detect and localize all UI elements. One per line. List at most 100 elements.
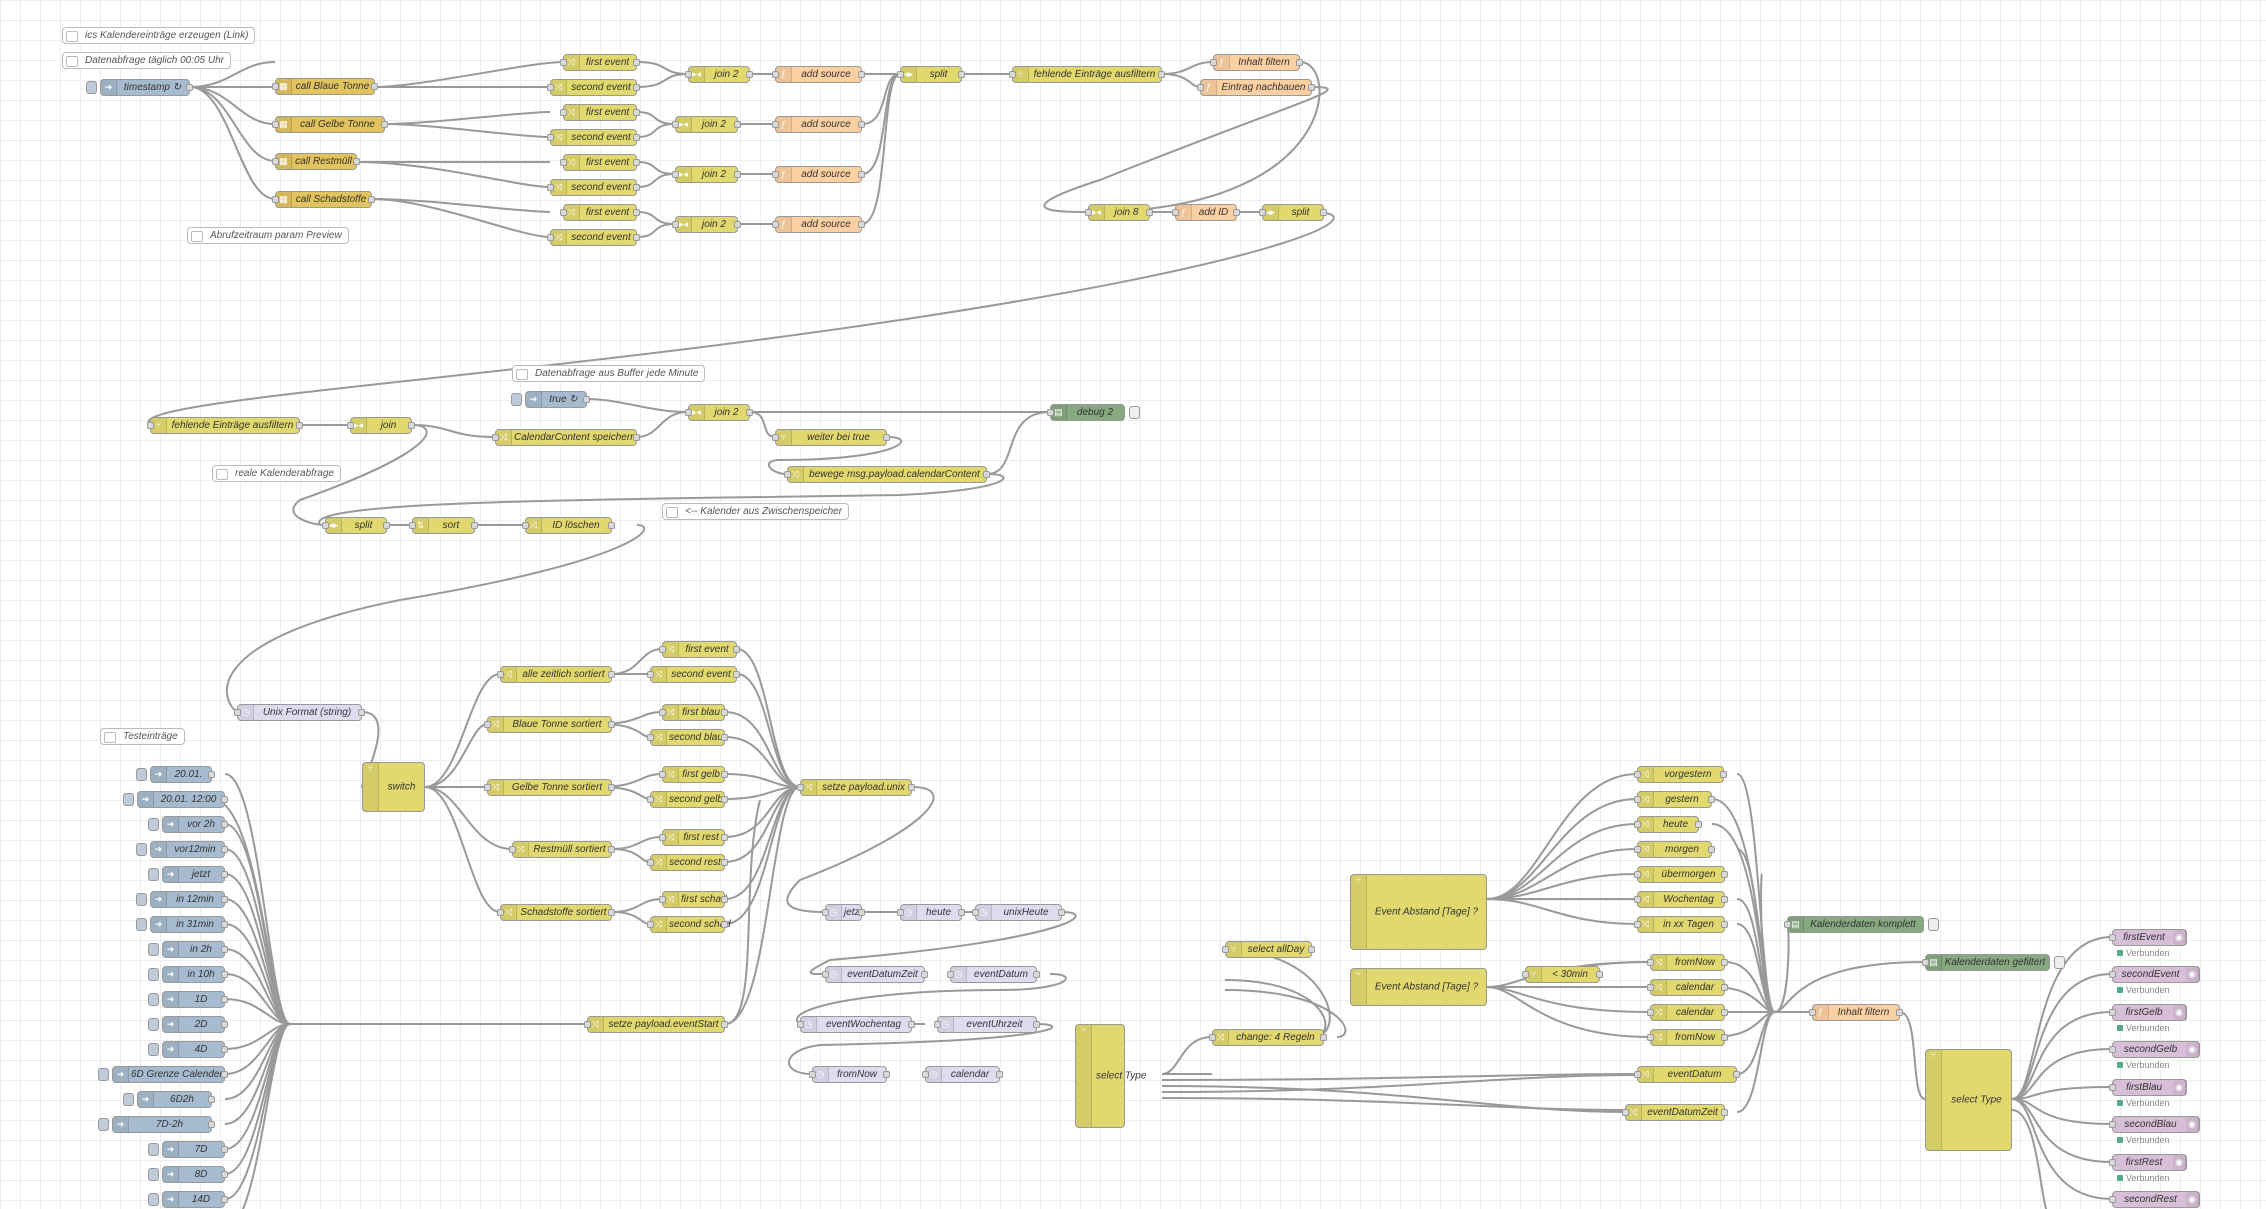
output-port[interactable] [221, 846, 228, 853]
output-port[interactable] [221, 946, 228, 953]
input-port[interactable] [484, 784, 491, 791]
moment-eventdatum[interactable]: ◷eventDatum [947, 966, 1040, 983]
output-port[interactable] [746, 409, 753, 416]
input-port[interactable] [1634, 896, 1641, 903]
output-port[interactable] [733, 671, 740, 678]
input-port[interactable] [897, 909, 904, 916]
output-port[interactable] [1721, 1109, 1728, 1116]
change-first-gelb[interactable]: ⤨first gelb [659, 766, 728, 783]
output-port[interactable] [746, 71, 753, 78]
output-port[interactable] [883, 434, 890, 441]
output-port[interactable] [921, 971, 928, 978]
output-port[interactable] [1308, 946, 1315, 953]
change-restmuell-sortiert[interactable]: ⤨Restmüll sortiert [509, 841, 615, 858]
debug-kalenderdaten-komplett[interactable]: ▤Kalenderdaten komplett [1784, 916, 1939, 933]
output-port[interactable] [608, 721, 615, 728]
input-port[interactable] [934, 1021, 941, 1028]
input-port[interactable] [897, 71, 904, 78]
inject-button[interactable] [98, 1068, 109, 1081]
output-port[interactable] [1721, 984, 1728, 991]
input-port[interactable] [772, 121, 779, 128]
output-port[interactable] [633, 84, 640, 91]
input-port[interactable] [234, 709, 241, 716]
comment-reale[interactable]: reale Kalenderabfrage [212, 465, 341, 482]
output-port[interactable] [608, 784, 615, 791]
change-calendarcontent-speichern[interactable]: ⤨CalendarContent speichern [492, 429, 640, 446]
inject-test-13[interactable]: ➜6D Grenze Calender [98, 1066, 228, 1083]
comment-abrufzeitraum[interactable]: Abrufzeitraum param Preview [187, 227, 349, 244]
debug-toggle-button[interactable] [2054, 956, 2065, 969]
input-port[interactable] [659, 896, 666, 903]
output-port[interactable] [721, 709, 728, 716]
input-port[interactable] [672, 221, 679, 228]
inject-test-8[interactable]: ➜in 2h [148, 941, 228, 958]
change-calendar-3[interactable]: ⤨calendar [1647, 1004, 1728, 1021]
inject-test-4[interactable]: ➜vor12min [136, 841, 228, 858]
output-port[interactable] [608, 522, 615, 529]
change-id-loeschen[interactable]: ⤨ID löschen [522, 517, 615, 534]
change-uebermorgen[interactable]: ⤨übermorgen [1634, 866, 1728, 883]
moment-calendar[interactable]: ◷calendar [922, 1066, 1003, 1083]
input-port[interactable] [685, 71, 692, 78]
input-port[interactable] [2109, 1121, 2116, 1128]
change-first-schad[interactable]: ⤨first schad [659, 891, 728, 908]
output-port[interactable] [633, 209, 640, 216]
comment-datenabfrage[interactable]: Datenabfrage täglich 00:05 Uhr [62, 52, 231, 69]
input-port[interactable] [2109, 1084, 2116, 1091]
output-port[interactable] [1721, 896, 1728, 903]
output-port[interactable] [1721, 1009, 1728, 1016]
moment-unixheute[interactable]: ◷unixHeute [972, 904, 1065, 921]
output-port[interactable] [633, 134, 640, 141]
out-second-rest[interactable]: secondRest◉ [2109, 1191, 2200, 1208]
output-port[interactable] [383, 522, 390, 529]
output-port[interactable] [208, 1121, 215, 1128]
inject-button[interactable] [148, 968, 159, 981]
inject-button[interactable] [136, 843, 147, 856]
output-port[interactable] [1721, 959, 1728, 966]
output-port[interactable] [858, 121, 865, 128]
output-port[interactable] [633, 109, 640, 116]
input-port[interactable] [272, 83, 279, 90]
join-node[interactable]: ▸◂join [347, 417, 415, 434]
output-port[interactable] [221, 971, 228, 978]
inject-test-17[interactable]: ➜8D [148, 1166, 228, 1183]
change-second-event-s[interactable]: ⤨second event [647, 666, 740, 683]
output-port[interactable] [721, 859, 728, 866]
change-blaue-sortiert[interactable]: ⤨Blaue Tonne sortiert [484, 716, 615, 733]
output-port[interactable] [1308, 84, 1315, 91]
input-port[interactable] [522, 522, 529, 529]
output-port[interactable] [353, 158, 360, 165]
inject-button[interactable] [136, 918, 147, 931]
moment-heute[interactable]: ◷heute [897, 904, 965, 921]
input-port[interactable] [584, 1021, 591, 1028]
output-port[interactable] [983, 471, 990, 478]
output-port[interactable] [186, 84, 193, 91]
moment-jetzt[interactable]: ◷jetzt [822, 904, 865, 921]
input-port[interactable] [1197, 84, 1204, 91]
inject-true[interactable]: ➜true ↻ [511, 391, 590, 408]
change-first-event-s[interactable]: ⤨first event [659, 641, 740, 658]
input-port[interactable] [492, 434, 499, 441]
out-first-rest[interactable]: firstRest◉ [2109, 1154, 2187, 1171]
change-first-blau[interactable]: ⤨first blau [659, 704, 728, 721]
input-port[interactable] [509, 846, 516, 853]
output-port[interactable] [221, 1171, 228, 1178]
inject-button[interactable] [98, 1118, 109, 1131]
comment-zwischenspeicher[interactable]: <-- Kalender aus Zwischenspeicher [662, 503, 850, 520]
output-port[interactable] [221, 921, 228, 928]
input-port[interactable] [659, 834, 666, 841]
output-port[interactable] [296, 422, 303, 429]
input-port[interactable] [2109, 971, 2116, 978]
join-2-d[interactable]: ▸◂join 2 [672, 216, 741, 233]
moment-eventuhrzeit[interactable]: ◷eventUhrzeit [934, 1016, 1040, 1033]
inject-test-2[interactable]: ➜20.01. 12:00 [123, 791, 228, 808]
switch-event-abstand-1[interactable]: ⑂Event Abstand [Tage] ? [1350, 874, 1487, 950]
inject-test-11[interactable]: ➜2D [148, 1016, 228, 1033]
change-first-event-2[interactable]: ⤨first event [560, 104, 640, 121]
inject-button[interactable] [136, 768, 147, 781]
input-port[interactable] [647, 734, 654, 741]
inject-button[interactable] [148, 943, 159, 956]
